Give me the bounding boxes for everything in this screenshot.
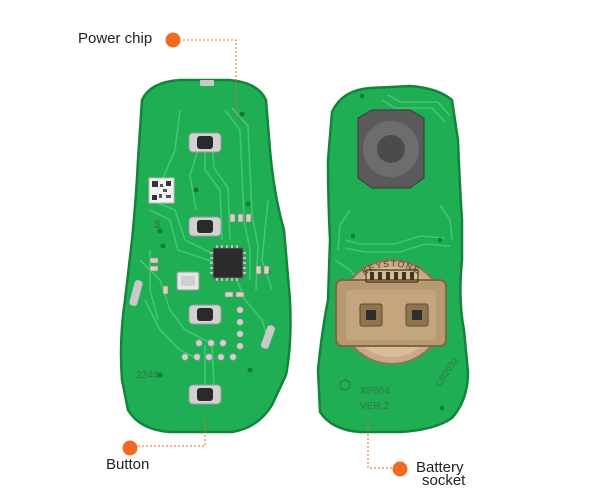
metal-dome-pad [357,109,425,189]
left-contact-pad [129,280,143,306]
front-number-marking: 3 [154,219,160,231]
smd-components [149,213,270,298]
battery-socket: KEYSTONE [335,258,447,365]
callout-lines [130,39,398,469]
front-board: 3 [119,78,292,434]
power-chip [210,245,246,281]
callout-label-power-chip: Power chip [78,30,153,47]
button-pad-3 [188,304,222,325]
callout-label-socket: socket [422,472,466,489]
battery-holder-logo [365,269,419,283]
button-pad-4 [188,384,222,405]
orange-dot-icon [392,461,408,477]
callout-label-battery: Battery [416,459,464,476]
front-board-marking: 2244 [136,370,159,381]
test-pads [181,306,244,361]
callout-label-button: Button [106,456,150,473]
right-contact-pad [260,325,276,349]
crystal-oscillator [176,271,200,291]
qr-code-icon [148,177,175,204]
back-version-marking: VER.2 [360,401,389,412]
back-model-marking: XP064 [360,386,390,397]
orange-dot-icon [122,440,138,456]
button-pad-2 [188,216,222,237]
back-board: KEYSTONE XP064 VER.2 CR2032 [316,84,470,434]
recycle-icon [339,379,351,391]
antenna-pad [200,80,214,86]
orange-dot-icon [165,32,181,48]
button-pad-1 [188,132,222,153]
